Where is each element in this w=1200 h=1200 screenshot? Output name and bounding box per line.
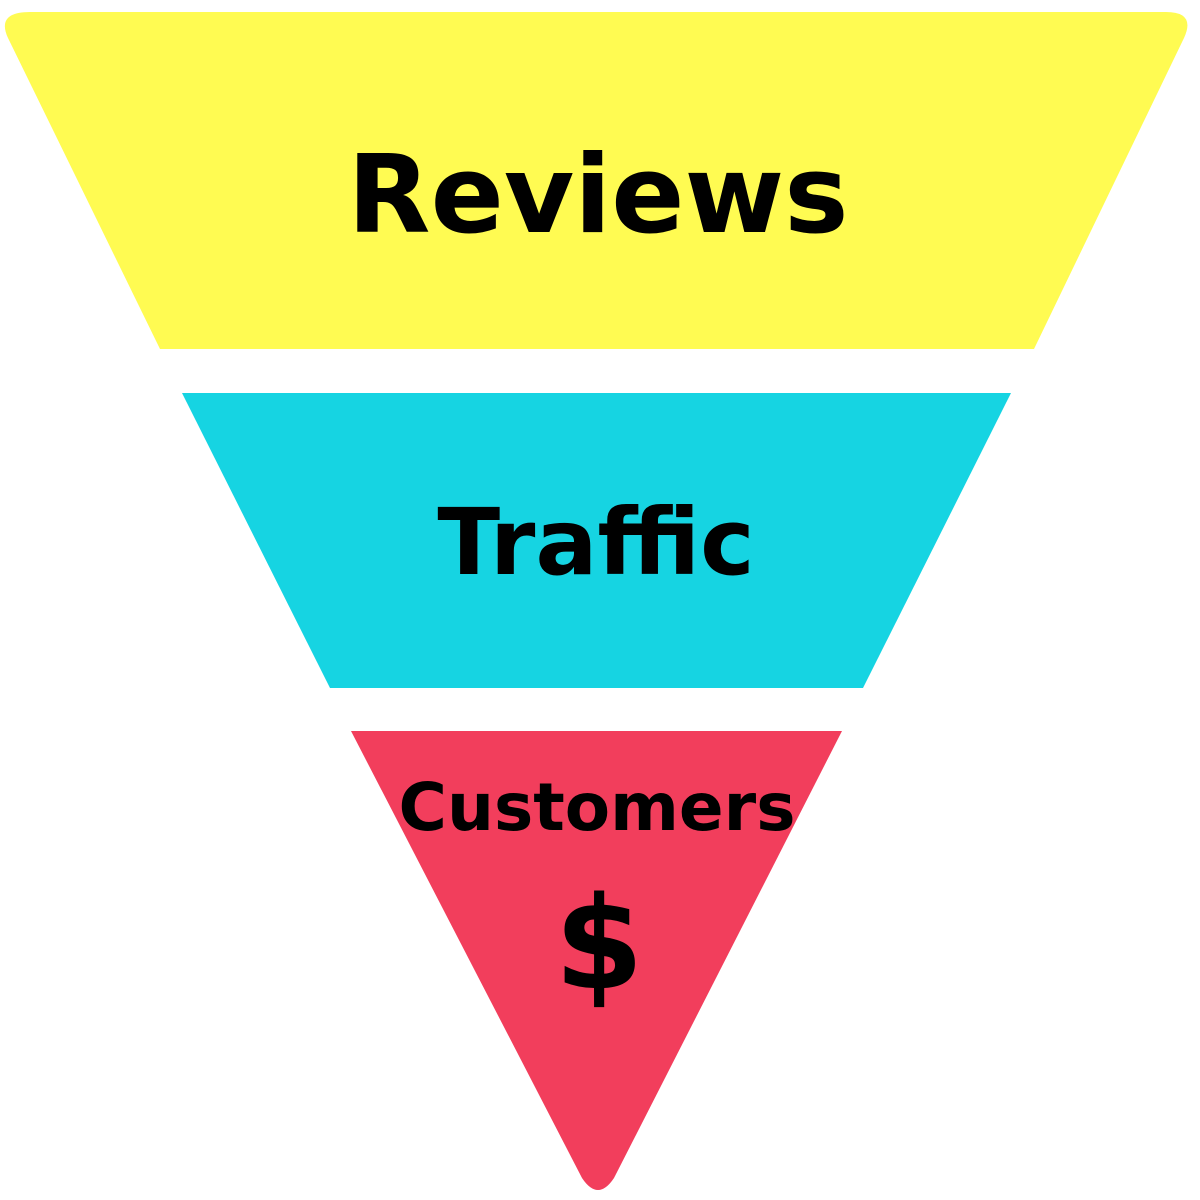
funnel-stage-reviews: Reviews (4, 12, 1188, 349)
traffic-stage-shape (182, 393, 1011, 688)
funnel-stage-customers: Customers $ (351, 731, 842, 1190)
traffic-label: Traffic (437, 489, 754, 596)
customers-label: Customers (399, 769, 796, 846)
reviews-stage-shape (4, 12, 1188, 349)
customers-stage-shape (351, 731, 842, 1190)
funnel-stage-traffic: Traffic (182, 393, 1011, 688)
dollar-sign-icon: $ (554, 870, 643, 1019)
reviews-label: Reviews (347, 133, 848, 258)
